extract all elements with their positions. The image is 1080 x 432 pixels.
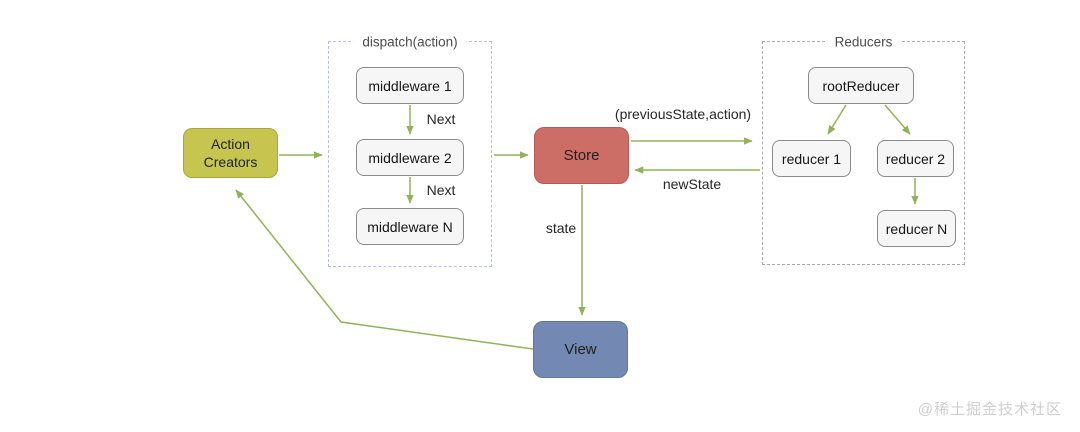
middleware-n-node: middleware N: [356, 208, 464, 245]
dispatch-group-title: dispatch(action): [353, 34, 467, 50]
store-node: Store: [534, 127, 629, 184]
reducers-group: Reducers: [762, 34, 965, 265]
reducer-2-node: reducer 2: [877, 140, 954, 177]
arrow-view-to-actioncreators: [235, 189, 534, 350]
dispatch-group: dispatch(action): [328, 34, 492, 267]
arrow-rootreducer-to-reducer1: [827, 104, 847, 135]
reducer-n-node: reducer N: [877, 210, 956, 247]
next-label-1: Next: [426, 111, 456, 127]
reducer-1-node: reducer 1: [772, 140, 851, 177]
root-reducer-node: rootReducer: [808, 67, 914, 104]
watermark: @稀土掘金技术社区: [917, 401, 1062, 418]
middleware-1-node: middleware 1: [356, 67, 464, 104]
previous-state-action-label: (previousState,action): [614, 106, 752, 122]
middleware-2-node: middleware 2: [356, 139, 464, 176]
arrow-rootreducer-to-reducer2: [884, 104, 911, 135]
action-creators-node: Action Creators: [183, 128, 278, 178]
next-label-2: Next: [426, 182, 456, 198]
new-state-label: newState: [662, 176, 722, 192]
reducers-group-title: Reducers: [825, 34, 902, 50]
state-label: state: [545, 220, 577, 236]
view-node: View: [533, 321, 628, 378]
